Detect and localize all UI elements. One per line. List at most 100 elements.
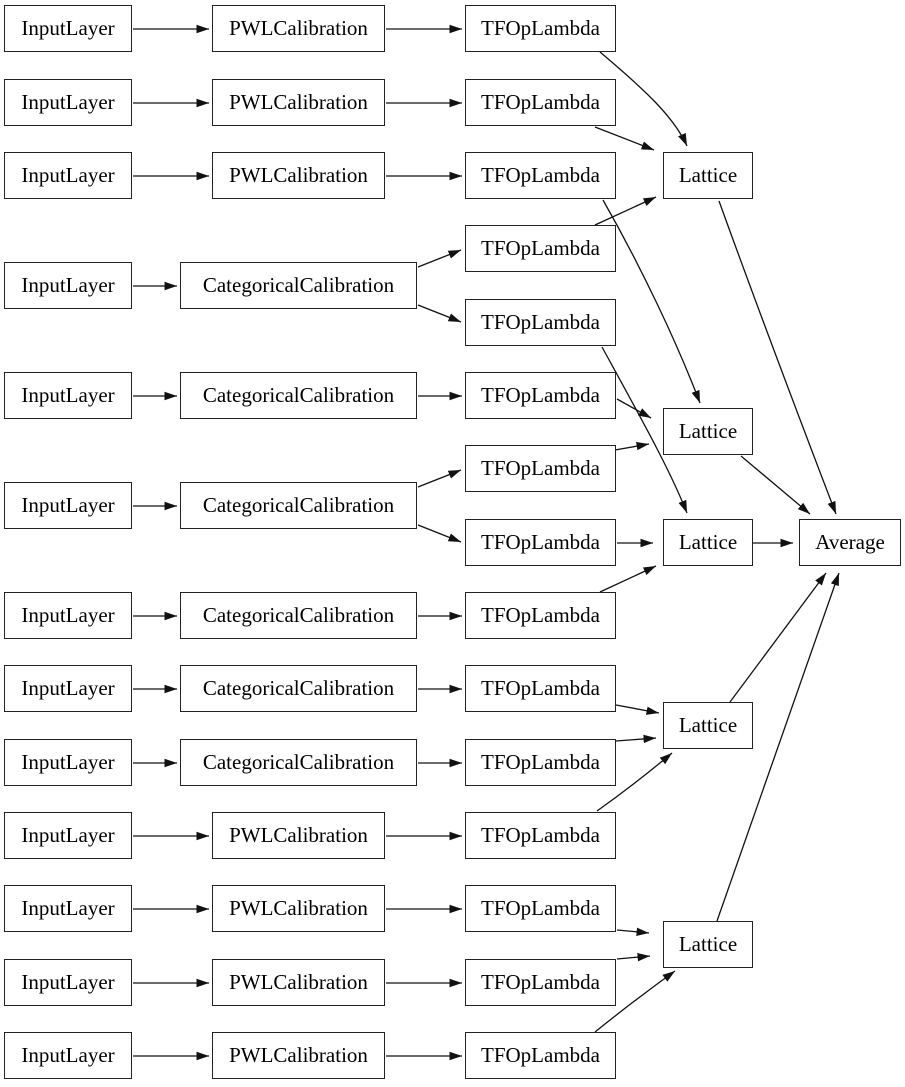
node-tfoplambda-11: TFOpLambda	[465, 739, 616, 786]
edge-lambda-6-lattice-2	[616, 398, 652, 419]
edge-lambda-13-lattice-5	[616, 927, 650, 937]
node-input-8: InputLayer	[4, 665, 132, 712]
node-categorical-calibration-3: CategoricalCalibration	[180, 482, 417, 529]
edge-lambda-9-lattice-3	[599, 565, 657, 593]
edge-lambda-11-lattice-4	[615, 734, 657, 744]
node-label: PWLCalibration	[229, 16, 368, 40]
edge-lambda-10-lattice-4	[615, 704, 660, 715]
node-tfoplambda-12: TFOpLambda	[465, 812, 616, 859]
node-pwl-calibration-7: PWLCalibration	[212, 1032, 385, 1079]
node-tfoplambda-7: TFOpLambda	[465, 445, 616, 492]
node-label: InputLayer	[21, 493, 115, 517]
node-input-4: InputLayer	[4, 262, 132, 309]
node-label: Lattice	[678, 713, 738, 737]
node-label: TFOpLambda	[481, 823, 600, 847]
node-pwl-calibration-1: PWLCalibration	[212, 5, 385, 52]
edge-calib-4-lambda-4	[417, 249, 462, 268]
node-label: CategoricalCalibration	[202, 603, 395, 627]
node-pwl-calibration-3: PWLCalibration	[212, 152, 385, 199]
node-label: PWLCalibration	[229, 970, 368, 994]
edge-lambda-14-lattice-5	[616, 952, 651, 962]
node-input-9: InputLayer	[4, 739, 132, 786]
node-label: TFOpLambda	[481, 970, 600, 994]
edge-lattice-2-average	[740, 455, 811, 515]
node-input-7: InputLayer	[4, 592, 132, 639]
node-tfoplambda-5: TFOpLambda	[465, 299, 616, 346]
node-label: InputLayer	[21, 1043, 115, 1067]
node-categorical-calibration-4: CategoricalCalibration	[180, 592, 417, 639]
node-tfoplambda-6: TFOpLambda	[465, 372, 616, 419]
node-label: Lattice	[678, 932, 738, 956]
node-tfoplambda-15: TFOpLambda	[465, 1032, 616, 1079]
node-tfoplambda-2: TFOpLambda	[465, 79, 616, 126]
node-label: TFOpLambda	[481, 236, 600, 260]
node-label: TFOpLambda	[481, 750, 600, 774]
node-label: TFOpLambda	[481, 383, 600, 407]
node-lattice-3: Lattice	[663, 519, 753, 566]
node-label: InputLayer	[21, 90, 115, 114]
node-pwl-calibration-2: PWLCalibration	[212, 79, 385, 126]
node-label: CategoricalCalibration	[202, 383, 395, 407]
node-label: TFOpLambda	[481, 1043, 600, 1067]
edge-lambda-12-lattice-4	[596, 752, 673, 812]
node-label: InputLayer	[21, 603, 115, 627]
node-label: InputLayer	[21, 273, 115, 297]
node-tfoplambda-9: TFOpLambda	[465, 592, 616, 639]
node-lattice-4: Lattice	[663, 702, 753, 749]
node-label: InputLayer	[21, 896, 115, 920]
node-label: Lattice	[678, 419, 738, 443]
node-tfoplambda-10: TFOpLambda	[465, 665, 616, 712]
edge-lambda-3-lattice-2	[602, 199, 701, 404]
edge-lattice-5-average	[716, 572, 840, 922]
node-pwl-calibration-4: PWLCalibration	[212, 812, 385, 859]
node-lattice-2: Lattice	[663, 408, 753, 455]
node-pwl-calibration-5: PWLCalibration	[212, 885, 385, 932]
node-label: CategoricalCalibration	[202, 750, 395, 774]
node-label: InputLayer	[21, 383, 115, 407]
node-label: TFOpLambda	[481, 163, 600, 187]
node-average: Average	[799, 519, 901, 566]
node-categorical-calibration-2: CategoricalCalibration	[180, 372, 417, 419]
node-label: CategoricalCalibration	[202, 676, 395, 700]
node-label: TFOpLambda	[481, 896, 600, 920]
edge-lattice-1-average	[718, 200, 837, 515]
node-label: TFOpLambda	[481, 603, 600, 627]
node-tfoplambda-3: TFOpLambda	[465, 152, 616, 199]
edge-calib-4-lambda-5	[417, 304, 462, 323]
node-tfoplambda-14: TFOpLambda	[465, 959, 616, 1006]
node-label: PWLCalibration	[229, 823, 368, 847]
node-tfoplambda-4: TFOpLambda	[465, 225, 616, 272]
node-label: PWLCalibration	[229, 896, 368, 920]
node-label: TFOpLambda	[481, 90, 600, 114]
node-label: TFOpLambda	[481, 456, 600, 480]
node-tfoplambda-1: TFOpLambda	[465, 5, 616, 52]
edge-lambda-1-lattice-1	[599, 51, 688, 147]
node-label: InputLayer	[21, 970, 115, 994]
node-input-5: InputLayer	[4, 372, 132, 419]
node-tfoplambda-8: TFOpLambda	[465, 519, 616, 566]
node-label: InputLayer	[21, 823, 115, 847]
node-input-12: InputLayer	[4, 959, 132, 1006]
node-label: Lattice	[678, 163, 738, 187]
node-label: PWLCalibration	[229, 163, 368, 187]
edge-lambda-7-lattice-2	[614, 442, 650, 451]
node-categorical-calibration-5: CategoricalCalibration	[180, 665, 417, 712]
node-label: TFOpLambda	[481, 676, 600, 700]
edge-calib-6-lambda-8	[417, 524, 462, 543]
node-label: Average	[815, 530, 885, 554]
node-label: InputLayer	[21, 676, 115, 700]
node-label: CategoricalCalibration	[202, 493, 395, 517]
edge-lambda-2-lattice-1	[594, 126, 655, 151]
node-categorical-calibration-1: CategoricalCalibration	[180, 262, 417, 309]
node-tfoplambda-13: TFOpLambda	[465, 885, 616, 932]
node-input-1: InputLayer	[4, 5, 132, 52]
node-label: InputLayer	[21, 16, 115, 40]
node-label: InputLayer	[21, 163, 115, 187]
edge-calib-6-lambda-7	[417, 469, 462, 488]
node-label: PWLCalibration	[229, 1043, 368, 1067]
node-input-13: InputLayer	[4, 1032, 132, 1079]
node-label: Lattice	[678, 530, 738, 554]
node-input-6: InputLayer	[4, 482, 132, 529]
